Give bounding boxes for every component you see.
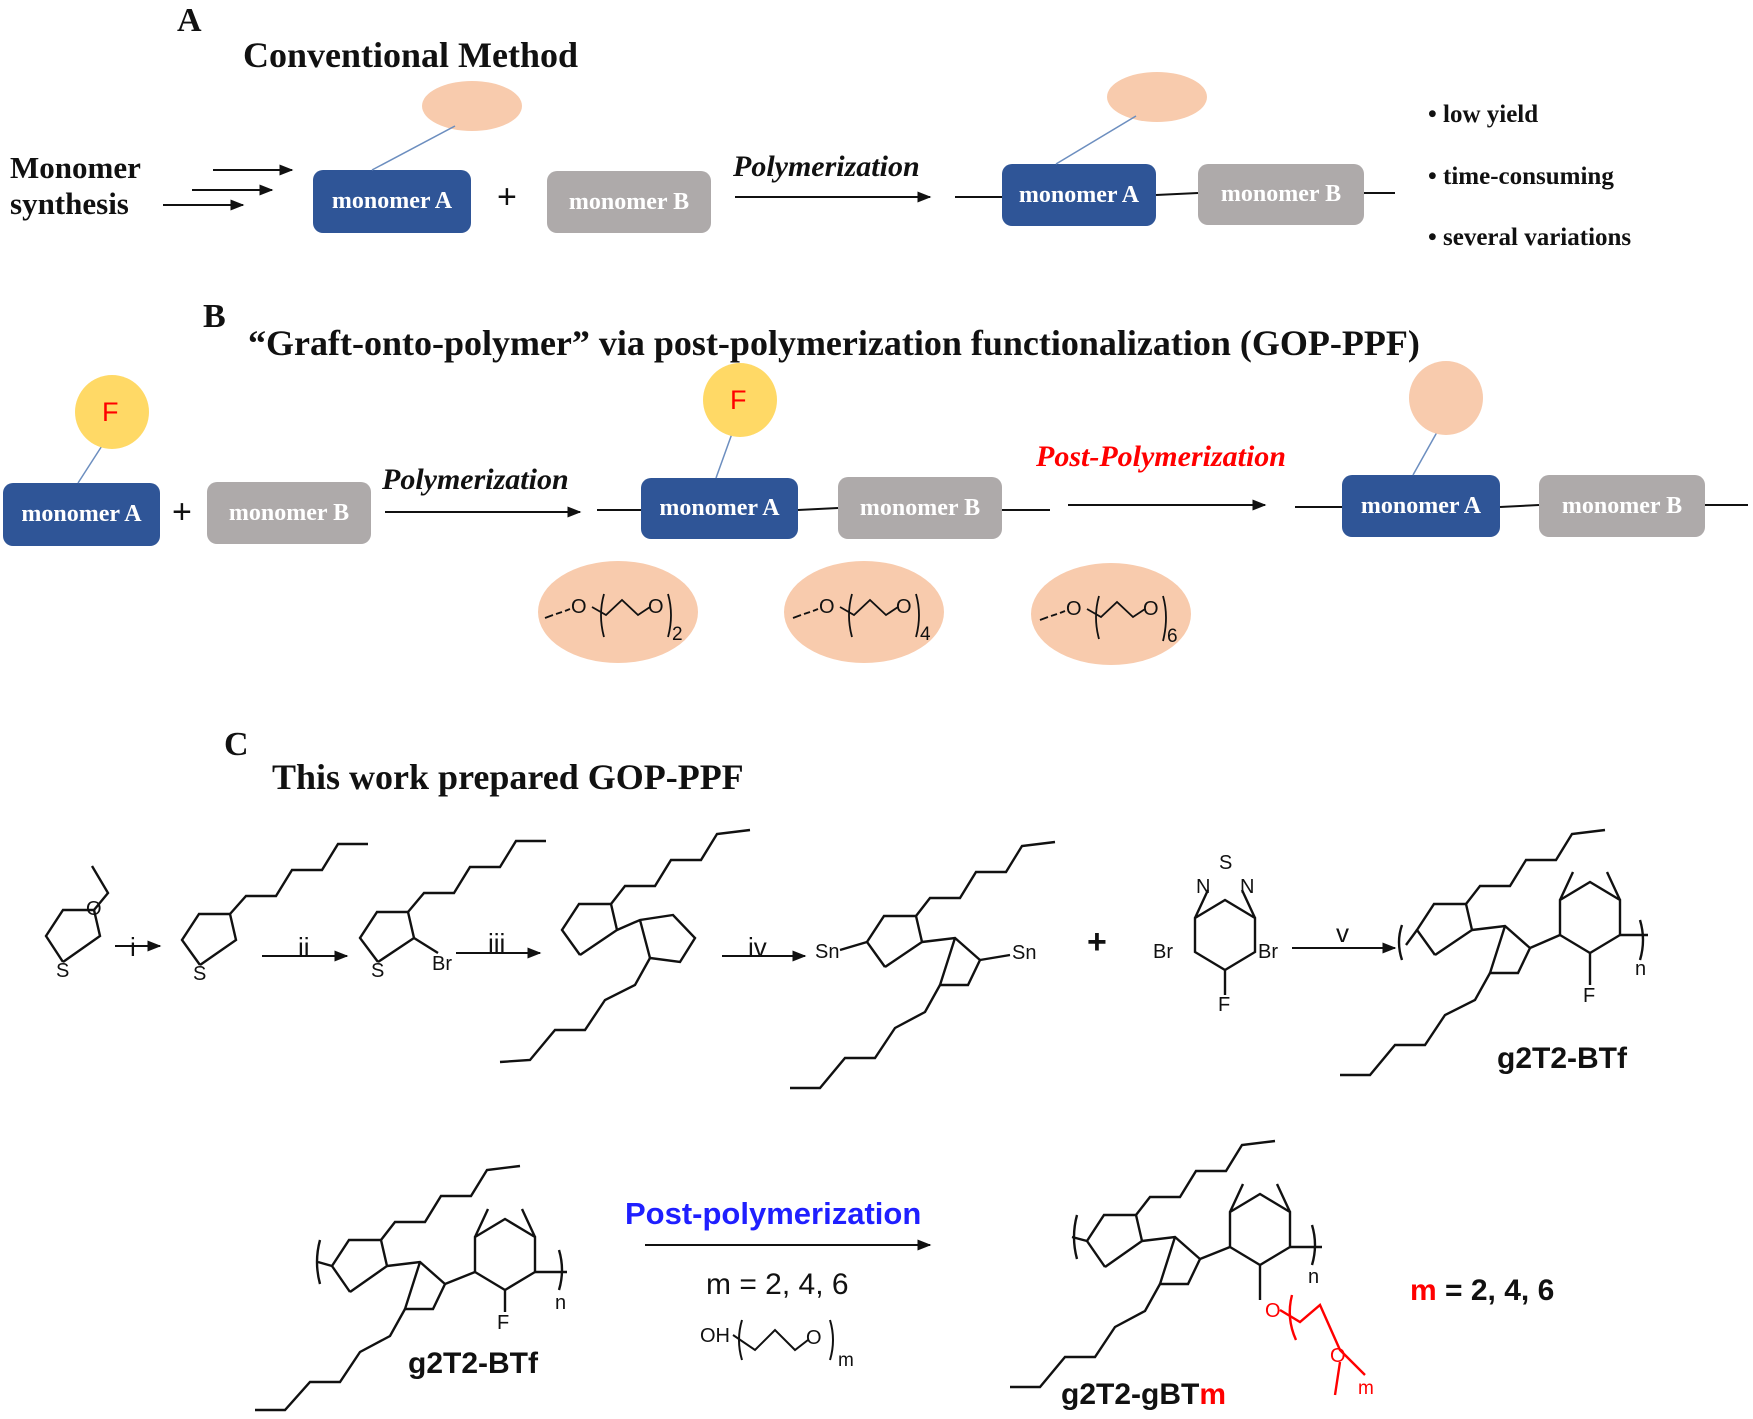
product-g2t2-gbtm-prefix: g2T2-gBT [1061,1378,1200,1411]
product-g2t2-gbtm-suffix: m [1199,1378,1227,1411]
polymer-f-1: F [1583,985,1596,1007]
peg-6-subscript: 6 [1167,626,1178,647]
panel-b-f-circle-1 [75,375,149,449]
panel-b-polymerization: Polymerization [382,463,569,496]
m-equals-values: m = 2, 4, 6 [1410,1274,1554,1308]
atom-sn-2: Sn [1012,942,1037,964]
post-polymerization-label: Post-polymerization [625,1196,922,1231]
peg-pendant-2 [538,561,698,663]
panel-a-letter: A [177,2,202,39]
atom-f-1: F [1218,994,1231,1016]
monomer-synthesis-line2: synthesis [10,186,129,221]
f-label-1: F [102,397,119,427]
panel-a-pendant-blob-1 [422,81,522,131]
graft-m: m [1358,1378,1374,1399]
m-equals-rest: = 2, 4, 6 [1436,1274,1555,1307]
panel-b-tether-2 [715,427,735,479]
step-label-ii: ii [298,932,310,962]
panel-a-polymer-monomer-b: monomer B [1198,164,1364,225]
step-label-i: i [130,932,136,962]
panel-b-monomer-a: monomer A [3,483,160,546]
panel-b-pendant-circle [1409,361,1483,435]
bottom-g2t2-btf-structure [255,1164,567,1412]
product-g2t2-btf-label: g2T2-BTf [1497,1042,1627,1075]
atom-br-3: Br [1258,941,1278,963]
panel-a-plus: + [497,178,517,216]
bullet-several-variations: • several variations [1428,224,1632,251]
panel-a-tether-1 [371,125,456,171]
atom-o-1: O [86,898,102,920]
product-g2t2-gbtm-label: g2T2-gBTm [1061,1378,1226,1412]
bullet-low-yield: • low yield [1428,101,1539,128]
panel-b-monomer-b: monomer B [207,482,371,544]
panel-a-pendant-blob-2 [1107,72,1207,122]
peg-4-o-label-2: O [896,596,912,618]
grafted-peg-chain [1279,1294,1366,1396]
polymer-n-2: n [555,1292,567,1314]
panel-b-plus: + [172,493,192,531]
panel-b-title: “Graft-onto-polymer” via post-polymeriza… [248,323,1420,363]
panel-a-chain-mid [1155,192,1199,196]
polymer-f-2: F [497,1312,510,1334]
step-label-v: v [1336,918,1349,948]
panel-a-title: Conventional Method [243,35,579,75]
panel-b-final-chain-mid [1499,504,1540,508]
atom-n-2: N [1240,876,1255,898]
reagent-m: m [838,1350,854,1371]
atom-n-1: N [1196,876,1211,898]
peg-4-o-label: O [819,596,835,618]
step-label-iv: iv [748,932,767,962]
peg-2-o-label-2: O [648,596,664,618]
peg-reagent-structure [732,1319,834,1361]
atom-br-2: Br [1153,941,1173,963]
panel-c-letter: C [224,726,249,763]
panel-c-skeletons [44,828,1257,1090]
atom-s-2: S [193,963,207,985]
atom-s-1: S [56,960,70,982]
peg-pendant-4 [784,561,944,663]
panel-b-polymer-monomer-a: monomer A [641,478,798,539]
monomer-synthesis-line1: Monomer [10,150,141,185]
reagent-o: O [806,1327,822,1349]
graft-o-2: O [1330,1345,1346,1367]
panel-a-monomer-a: monomer A [313,170,471,233]
graft-o-1: O [1265,1300,1281,1322]
panel-b-polymer-monomer-b: monomer B [838,477,1002,539]
peg-pendant-6 [1031,563,1191,665]
panel-b-chain-mid [797,507,839,511]
peg-2-subscript: 2 [672,624,683,645]
peg-6-o-label: O [1066,598,1082,620]
product-g2t2-gbtm-structure [1010,1139,1322,1389]
bottom-g2t2-btf-label: g2T2-BTf [408,1347,538,1380]
peg-2-o-label: O [571,596,587,618]
panel-a-polymerization: Polymerization [733,150,920,183]
peg-4-subscript: 4 [920,624,931,645]
monomer-synthesis-label: Monomer synthesis [10,150,141,222]
panel-b-letter: B [203,298,226,335]
m-red-symbol: m [1410,1274,1437,1307]
f-label-2: F [730,385,747,415]
panel-a-polymer-monomer-a: monomer A [1002,164,1156,226]
panel-b-f-circle-2 [703,363,777,437]
polymer-n-1: n [1635,958,1647,980]
atom-s-btd: S [1219,852,1233,874]
panel-a-monomer-b: monomer B [547,171,711,233]
product-g2t2-btf-structure [1340,828,1648,1077]
panel-c-plus: + [1087,923,1107,961]
atom-s-3: S [371,960,385,982]
m-values-label: m = 2, 4, 6 [706,1268,849,1301]
peg-6-o-label-2: O [1143,598,1159,620]
bullet-time-consuming: • time-consuming [1428,163,1614,190]
step-label-iii: iii [488,928,506,958]
reagent-oh: OH [700,1325,730,1347]
panel-b-post-polymerization: Post-Polymerization [1036,440,1286,473]
polymer-n-3: n [1308,1266,1320,1288]
panel-a-tether-2 [1055,115,1137,165]
atom-sn-1: Sn [815,941,840,963]
atom-br-1: Br [432,953,452,975]
panel-b-final-monomer-b: monomer B [1539,475,1705,537]
panel-b-final-monomer-a: monomer A [1342,475,1500,537]
panel-c-title: This work prepared GOP-PPF [272,757,744,797]
